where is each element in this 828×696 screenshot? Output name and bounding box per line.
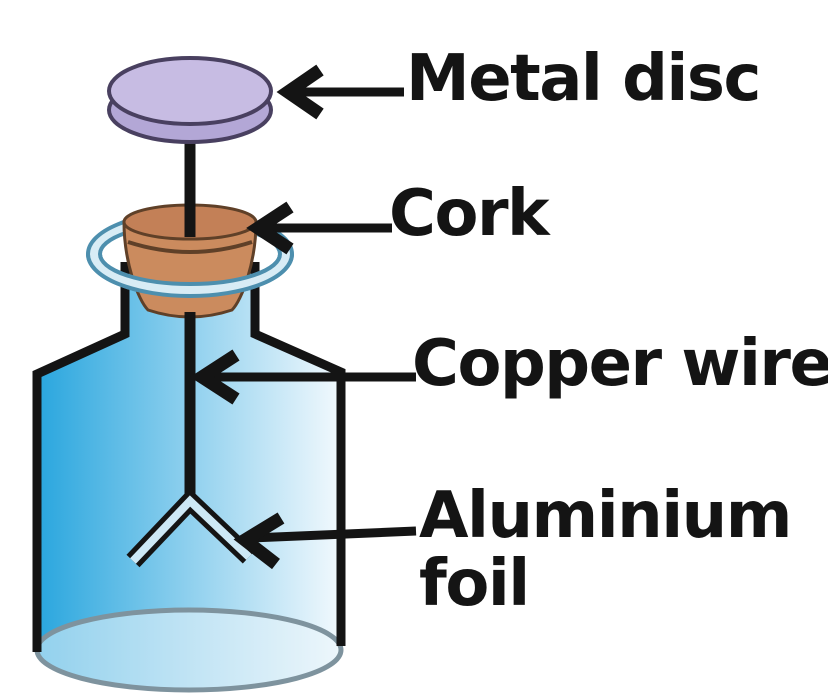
copper-wire-arrow bbox=[190, 349, 416, 405]
aluminium-foil-inner-strip bbox=[130, 495, 252, 564]
rim-ring-front-band bbox=[88, 253, 292, 296]
bottle-right-wall bbox=[250, 262, 346, 646]
copper-wire-label: Copper wire bbox=[412, 327, 828, 401]
cork-seam-line bbox=[127, 240, 253, 254]
bottle-rim-ring-front bbox=[86, 253, 294, 298]
copper-wire-arrowhead-icon bbox=[190, 349, 240, 405]
metal-disc bbox=[107, 56, 273, 144]
cork-arrowhead-icon bbox=[246, 201, 294, 255]
rim-ring-front-outer-edge bbox=[86, 253, 294, 298]
metal-disc-label: Metal disc bbox=[406, 42, 761, 116]
metal-disc-face bbox=[107, 56, 273, 126]
cork-arrow bbox=[246, 201, 392, 255]
aluminium-foil bbox=[126, 488, 256, 568]
aluminium-foil-arrowhead-icon bbox=[233, 512, 285, 570]
metal-disc-arrow bbox=[276, 64, 404, 120]
annotation-arrows bbox=[190, 64, 417, 570]
cork-label: Cork bbox=[389, 177, 550, 251]
rim-ring-front-inner-edge bbox=[98, 253, 282, 286]
aluminium-foil-arrow-line bbox=[250, 526, 417, 543]
aluminium-foil-label: Aluminium foil bbox=[419, 479, 792, 621]
metal-disc-arrowhead-icon bbox=[276, 64, 324, 120]
bottle-base-ellipse bbox=[34, 607, 344, 693]
aluminium-foil-arrow bbox=[233, 512, 417, 570]
bottle-left-wall bbox=[32, 262, 130, 652]
